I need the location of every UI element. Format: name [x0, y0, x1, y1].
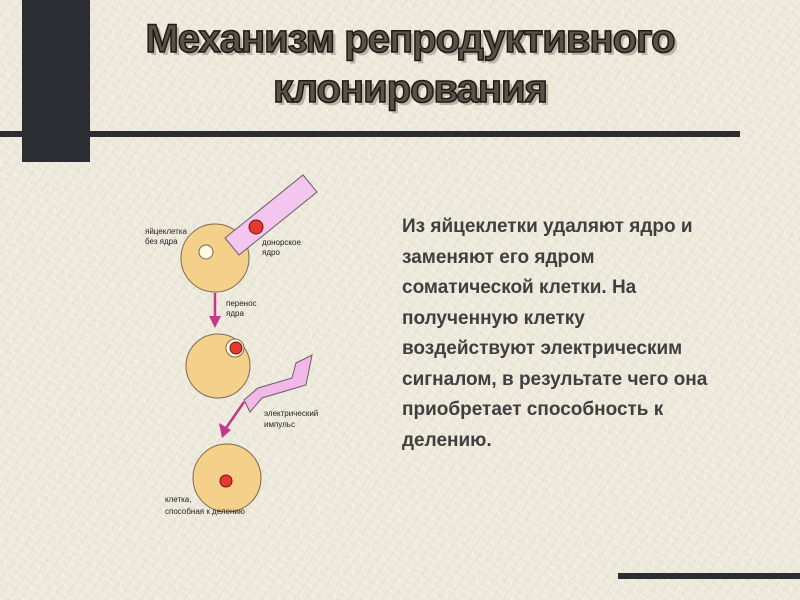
label-donor-nucleus: донорское ядро	[262, 238, 303, 257]
title-line-2: клонирования	[272, 66, 548, 112]
label-nucleus-transfer: перенос ядра	[226, 299, 259, 318]
label-donor-line-1: донорское	[262, 238, 301, 247]
label-dividing-line-2: способная к делению	[165, 507, 245, 516]
lightning-bolt	[243, 354, 313, 413]
label-electric-impulse: электрический импульс	[264, 409, 320, 429]
dividing-cell-nucleus	[219, 474, 233, 488]
arrow-2-shaft	[224, 401, 246, 429]
label-transfer-line-2: ядра	[226, 309, 244, 318]
header-divider	[0, 131, 740, 137]
label-impulse-line-1: электрический	[264, 409, 318, 418]
slide-title: Механизм репродуктивного клонирования	[100, 14, 720, 114]
footer-divider	[618, 573, 800, 579]
arrow-2-head	[219, 423, 231, 438]
label-egg-without-nucleus: яйцеклетка без ядра	[145, 227, 189, 246]
donor-nucleus	[248, 219, 264, 235]
arrow-1-head	[209, 316, 221, 328]
label-donor-line-2: ядро	[262, 248, 280, 257]
label-impulse-line-2: импульс	[264, 420, 295, 429]
label-dividing-line-1: клетка,	[165, 495, 191, 504]
empty-nucleus-spot	[198, 244, 214, 260]
label-transfer-line-1: перенос	[226, 299, 257, 308]
label-dividing-cell: клетка, способная к делению	[165, 495, 245, 516]
title-line-1: Механизм репродуктивного	[145, 16, 677, 62]
label-egg-line-2: без ядра	[145, 237, 178, 246]
label-egg-line-1: яйцеклетка	[145, 227, 188, 236]
pipette	[224, 174, 318, 256]
description-text: Из яйцеклетки удаляют ядро и заменяют ег…	[402, 216, 708, 451]
transferred-nucleus	[229, 341, 243, 355]
